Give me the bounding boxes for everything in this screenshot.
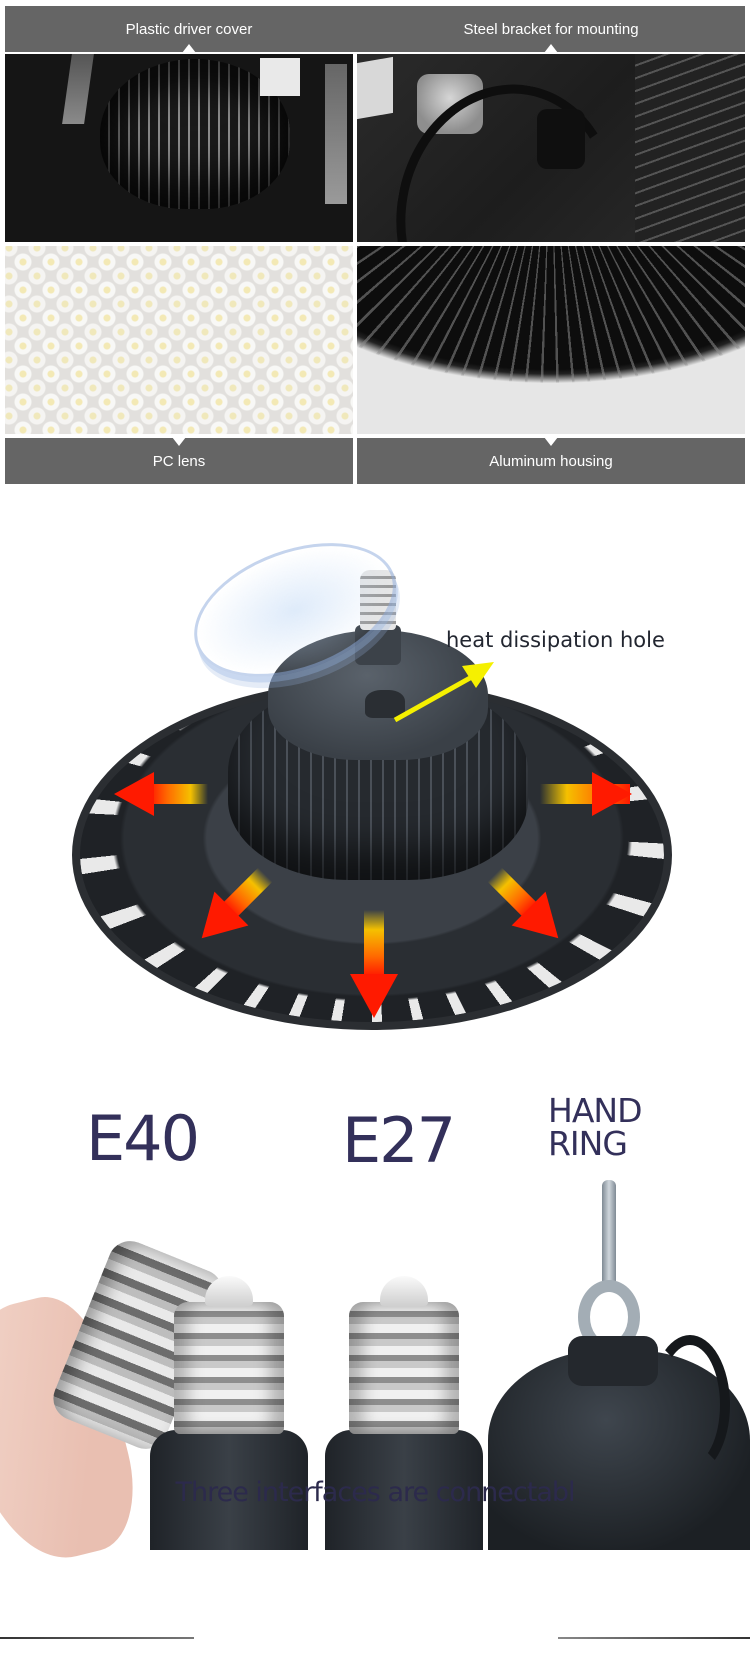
cable-gland-image [537, 109, 585, 169]
lamp-reflector-disk [72, 680, 672, 1030]
pointer-down-icon [544, 44, 558, 53]
steel-bracket-photo [357, 54, 745, 242]
heat-dissipation-hole [365, 690, 405, 718]
e40-label: E40 [86, 1102, 200, 1175]
e40-thread-image [174, 1302, 284, 1434]
power-cable-image [376, 66, 638, 242]
heat-dissipation-annotation: heat dissipation hole [446, 628, 665, 652]
mounting-bracket-image [325, 64, 347, 204]
socket-tip [380, 1276, 428, 1306]
divider-right [558, 1637, 750, 1639]
e27-thread-image [349, 1302, 459, 1434]
hand-ring-label: HAND RING [548, 1094, 642, 1160]
heat-arrow-down-right-icon [487, 867, 559, 939]
interfaces-photo [0, 1180, 750, 1575]
interfaces-caption: Three interfaces are connectabl [175, 1477, 575, 1508]
pointer-down-icon [182, 44, 196, 53]
driver-fins-image [100, 59, 290, 209]
label-text: Plastic driver cover [125, 20, 253, 38]
heat-dissipation-illustration: heat dissipation hole [0, 517, 750, 1050]
heat-arrow-down-left-icon [201, 867, 273, 939]
pointer-up-icon [544, 437, 558, 446]
pointer-up-icon [172, 437, 186, 446]
driver-cover-photo [5, 54, 353, 242]
label-pc-lens: PC lens [5, 437, 353, 484]
label-text: PC lens [152, 452, 206, 470]
label-aluminum-housing: Aluminum housing [357, 437, 745, 484]
hook-icon [602, 1180, 616, 1290]
heat-arrow-right-icon [540, 772, 632, 816]
pc-lens-photo [5, 246, 353, 434]
label-plastic-driver-cover: Plastic driver cover [5, 6, 373, 53]
interfaces-section: E40 E27 HAND RING Three interfaces are c… [0, 1080, 750, 1659]
lamp-base-e27 [325, 1430, 483, 1550]
heat-arrow-left-icon [114, 772, 208, 816]
lamp-base-e40 [150, 1430, 308, 1550]
heat-arrow-down-icon [350, 910, 398, 1018]
annotation-arrow-icon [393, 662, 494, 723]
hand-ring-line1: HAND [548, 1091, 642, 1130]
divider-left [0, 1637, 194, 1639]
bracket-label-image [357, 56, 393, 120]
label-text: Aluminum housing [489, 452, 613, 470]
mounting-bracket-image [62, 54, 94, 124]
hex-bolt-image [417, 74, 483, 134]
heat-arrows [114, 662, 632, 1018]
housing-ribs-image [357, 246, 745, 434]
e27-label: E27 [342, 1104, 456, 1177]
hand-ring-line2: RING [548, 1124, 628, 1163]
lamp-collar [568, 1336, 658, 1386]
label-steel-bracket: Steel bracket for mounting [357, 6, 745, 53]
feature-grid: Plastic driver cover Steel bracket for m… [0, 0, 750, 490]
aluminum-housing-photo [357, 246, 745, 434]
power-cable-image [650, 1335, 730, 1475]
label-text: Steel bracket for mounting [463, 20, 639, 38]
driver-label-sticker [260, 58, 300, 96]
led-array-image [5, 246, 353, 434]
heatsink-fins-image [635, 54, 745, 242]
